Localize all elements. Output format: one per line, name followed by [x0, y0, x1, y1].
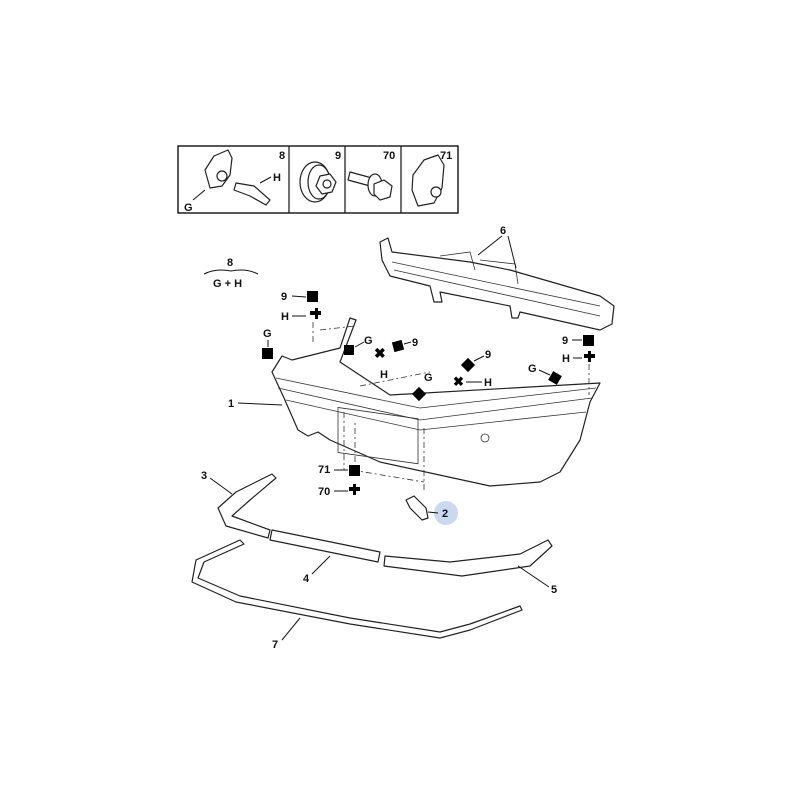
- inset-label-g: G: [184, 202, 193, 214]
- nut-marker-icon: [460, 357, 476, 373]
- callout-4: 4: [303, 573, 310, 585]
- bumper-reinforcement: 6: [379, 225, 615, 331]
- inset-ref-70: 70: [383, 150, 395, 162]
- callout-1: 1: [228, 398, 234, 410]
- clip-marker-icon: [262, 348, 273, 359]
- lower-trim-7: 7: [191, 539, 523, 651]
- bolt-icon: [347, 171, 393, 201]
- clip-marker-icon: [411, 386, 427, 402]
- marker-label-70: 70: [318, 486, 330, 498]
- callout-6: 6: [500, 225, 506, 237]
- clip-marker-icon: [344, 345, 354, 355]
- stud-marker-icon: [584, 351, 595, 362]
- legend-8-gh: 8 G + H: [203, 257, 259, 290]
- rear-bumper: 1: [228, 317, 601, 490]
- inset-ref-9: 9: [335, 150, 341, 162]
- marker-label-h: H: [484, 377, 492, 389]
- inset-label-h: H: [273, 172, 281, 184]
- marker-label-h: H: [281, 311, 289, 323]
- nut-marker-icon: [307, 291, 318, 302]
- callout-3: 3: [201, 470, 207, 482]
- marker-label-g: G: [263, 328, 272, 340]
- clip-71-icon: [411, 154, 445, 207]
- fastener-markers: 9 H G G ✖ H 9 9 G ✖ H G 9 H 7: [262, 291, 595, 498]
- bolt-marker-icon: [349, 484, 360, 495]
- marker-label-h: H: [380, 369, 388, 381]
- marker-label-9: 9: [281, 291, 287, 303]
- clip-marker-icon: [548, 371, 562, 385]
- marker-label-9: 9: [412, 337, 418, 349]
- marker-label-9: 9: [485, 349, 491, 361]
- marker-label-9: 9: [562, 335, 568, 347]
- nut-icon: [299, 161, 337, 203]
- inset-ref-71: 71: [440, 150, 452, 162]
- cap-part-2[interactable]: 2: [405, 495, 458, 525]
- legend-ref: 8: [227, 257, 233, 269]
- fastener-inset-table: 8 9 70 71 G H: [177, 145, 459, 214]
- stud-marker-icon: ✖: [374, 345, 386, 361]
- marker-label-g: G: [364, 335, 373, 347]
- stud-marker-icon: ✖: [453, 374, 464, 389]
- marker-label-71: 71: [318, 464, 330, 476]
- nut-marker-icon: [391, 339, 405, 353]
- center-strip-4: 4: [269, 529, 381, 585]
- marker-label-g: G: [424, 372, 433, 384]
- stud-marker-icon: [310, 308, 321, 319]
- highlight-circle: [434, 501, 458, 525]
- clip-icon: [204, 149, 233, 189]
- stud-icon: [233, 182, 271, 206]
- clip-71-marker-icon: [349, 465, 360, 476]
- nut-marker-icon: [583, 335, 594, 346]
- callout-5: 5: [551, 584, 557, 596]
- legend-formula: G + H: [213, 278, 242, 290]
- left-strip-3: 3: [201, 470, 277, 539]
- marker-label-h: H: [562, 353, 570, 365]
- inset-ref-8: 8: [279, 150, 285, 162]
- callout-2: 2: [442, 508, 448, 520]
- right-strip-5: 5: [383, 539, 557, 596]
- marker-label-g: G: [528, 363, 537, 375]
- callout-7: 7: [272, 639, 278, 651]
